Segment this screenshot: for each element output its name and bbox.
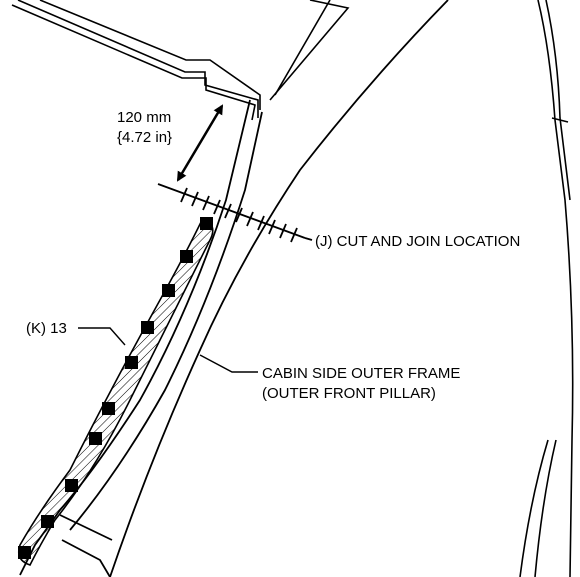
- weld-spot: [162, 284, 175, 297]
- cut-join-label: (J) CUT AND JOIN LOCATION: [315, 233, 520, 250]
- dimension-arrow: [176, 104, 224, 182]
- weld-spot: [180, 250, 193, 263]
- weld-spot: [141, 321, 154, 334]
- weld-spot: [65, 479, 78, 492]
- dimension-in-label: {4.72 in}: [117, 129, 172, 146]
- cut-join-line: [157, 183, 313, 243]
- weld-spot: [89, 432, 102, 445]
- roof-panel: [11, 0, 350, 121]
- weld-spot: [125, 356, 138, 369]
- weld-spot: [200, 217, 213, 230]
- dimension-mm-label: 120 mm: [117, 109, 171, 126]
- weld-spot: [18, 546, 31, 559]
- outer-front-pillar: [19, 0, 449, 577]
- weld-spot: [102, 402, 115, 415]
- frame-label-line2: (OUTER FRONT PILLAR): [262, 385, 436, 402]
- weld-callout-label: (K) 13: [26, 320, 67, 337]
- weld-hatch-area: [17, 216, 214, 566]
- weld-spot: [41, 515, 54, 528]
- leader-lines: [78, 327, 258, 373]
- right-body-outline: [519, 0, 574, 577]
- weld-spots: [18, 217, 213, 559]
- frame-label-line1: CABIN SIDE OUTER FRAME: [262, 365, 460, 382]
